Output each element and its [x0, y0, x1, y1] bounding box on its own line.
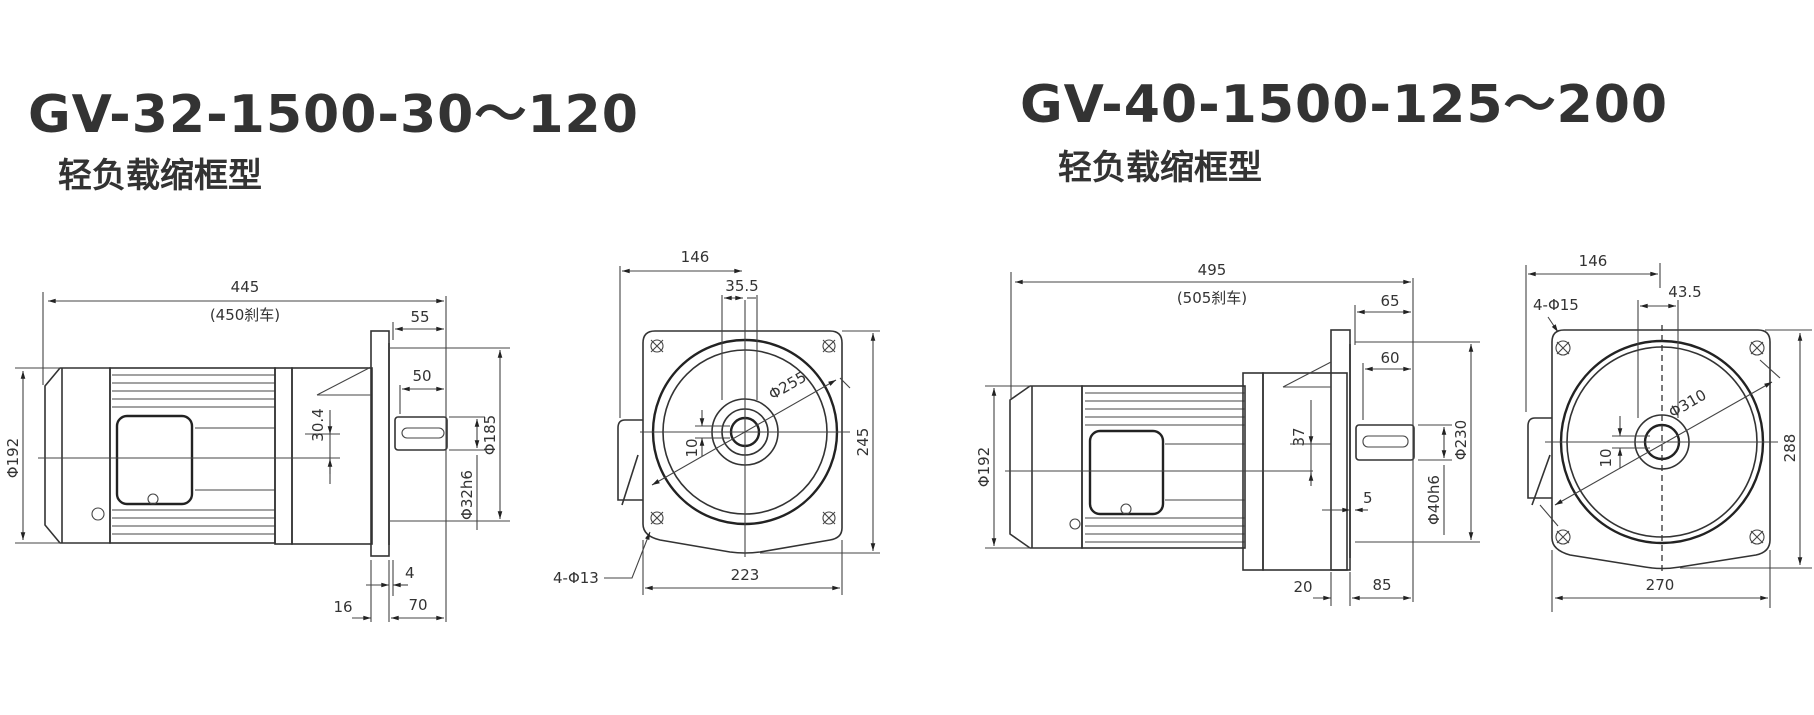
dim-bolt-circle: Φ310 [1665, 386, 1709, 422]
output-shaft [1355, 424, 1415, 461]
ground-screw-icon [91, 507, 105, 521]
dim-shaft-center: 35.5 [725, 277, 758, 295]
left-side-view: 445 (450刹车) 55 50 Φ192 30.4 Φ185 Φ32h6 4… [4, 278, 510, 622]
dim-width: 223 [731, 566, 760, 584]
left-model-subtitle: 轻负载缩框型 [58, 156, 262, 196]
terminal-box-side [617, 419, 643, 501]
dim-shaft-offset: 37 [1290, 427, 1308, 446]
dim-center-offset: 146 [1579, 252, 1608, 270]
dim-center-offset: 146 [681, 248, 710, 266]
dim-flange-thickness: 16 [333, 598, 352, 616]
dim-shaft-length: 50 [412, 367, 431, 385]
shaft-key [1362, 435, 1409, 448]
dim-shaft-to-flange: 55 [410, 308, 429, 326]
mount-hole-icon [1555, 340, 1765, 545]
dim-overall-length-brake: (450刹车) [210, 306, 280, 324]
motor-end-cap [1009, 385, 1083, 549]
flange-plate [1551, 329, 1771, 570]
ground-screw-icon [147, 493, 159, 505]
motor-end-cap [44, 367, 111, 544]
dim-flange-step: 5 [1363, 489, 1373, 507]
dim-bolt-circle: Φ255 [765, 368, 809, 404]
mount-hole-icon [650, 339, 836, 525]
terminal-box [1088, 429, 1165, 516]
flange [370, 330, 390, 557]
dim-key-width: 10 [683, 438, 701, 457]
dim-pilot-diameter: Φ230 [1452, 420, 1470, 460]
dim-overall-length: 495 [1198, 261, 1227, 279]
dim-overall-length: 445 [231, 278, 260, 296]
right-model-subtitle: 轻负载缩框型 [1058, 148, 1262, 188]
dim-motor-diameter: Φ192 [975, 447, 993, 487]
dim-shaft-offset: 30.4 [309, 408, 327, 441]
right-model-title: GV-40-1500-125～200 [1020, 75, 1669, 135]
left-front-view: 146 35.5 Φ255 10 245 223 4-Φ13 [553, 248, 880, 595]
left-model-title: GV-32-1500-30～120 [28, 85, 639, 145]
dim-shaft-diameter: Φ40h6 [1425, 475, 1443, 525]
gearbox [291, 367, 373, 545]
right-side-view: 495 (505刹车) 65 60 Φ192 37 Φ230 Φ40h6 5 2… [975, 261, 1480, 606]
terminal-box [115, 414, 194, 506]
terminal-box-side [1527, 417, 1552, 499]
dim-overall-length-brake: (505刹车) [1177, 289, 1247, 307]
dim-height: 245 [854, 428, 872, 457]
dim-shaft-to-flange: 65 [1380, 292, 1399, 310]
dim-key-width: 10 [1597, 448, 1615, 467]
label-mount-holes: 4-Φ13 [553, 569, 599, 587]
flange-plate [642, 330, 843, 554]
right-front-view: 146 43.5 Φ310 10 288 270 4-Φ15 [1525, 252, 1812, 612]
motor-finned-body [1081, 385, 1246, 549]
dim-flange-step: 4 [405, 564, 415, 582]
dim-shaft-extension: 70 [408, 596, 427, 614]
ground-screw-icon [1069, 518, 1081, 530]
dim-shaft-center: 43.5 [1668, 283, 1701, 301]
output-shaft [394, 416, 448, 451]
label-mount-holes: 4-Φ15 [1533, 296, 1579, 314]
dim-shaft-length: 60 [1380, 349, 1399, 367]
shaft-key [401, 427, 445, 439]
dim-height: 288 [1781, 434, 1799, 463]
dim-pilot-diameter: Φ185 [481, 415, 499, 455]
dim-motor-diameter: Φ192 [4, 438, 22, 478]
dim-shaft-diameter: Φ32h6 [458, 470, 476, 520]
dim-flange-thickness: 20 [1293, 578, 1312, 596]
dim-width: 270 [1646, 576, 1675, 594]
ground-screw-icon [1120, 503, 1132, 515]
dim-shaft-extension: 85 [1372, 576, 1391, 594]
